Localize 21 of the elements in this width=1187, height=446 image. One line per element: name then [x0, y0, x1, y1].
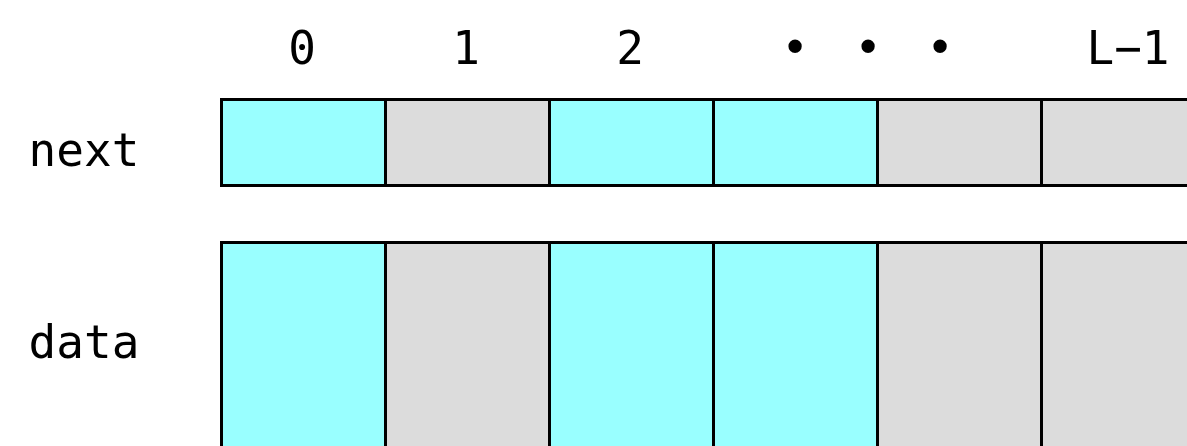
ellipsis-dot: •: [781, 25, 809, 71]
array-cell: [548, 241, 715, 446]
index-label: 0: [288, 25, 316, 71]
array-cell: [1040, 98, 1187, 187]
array-cell: [384, 98, 551, 187]
index-label: 1: [452, 25, 480, 71]
array-cell: [384, 241, 551, 446]
index-label: 2: [616, 25, 644, 71]
array-cell: [876, 241, 1043, 446]
row-label: next: [28, 127, 140, 173]
index-label: L−1: [1086, 25, 1170, 71]
array-cell: [548, 98, 715, 187]
array-cell: [712, 98, 879, 187]
array-cell: [1040, 241, 1187, 446]
array-cell: [220, 241, 387, 446]
ellipsis-dot: •: [854, 25, 882, 71]
array-cell: [876, 98, 1043, 187]
array-cell: [712, 241, 879, 446]
array-cell: [220, 98, 387, 187]
ellipsis-dot: •: [926, 25, 954, 71]
row-label: data: [28, 319, 140, 365]
